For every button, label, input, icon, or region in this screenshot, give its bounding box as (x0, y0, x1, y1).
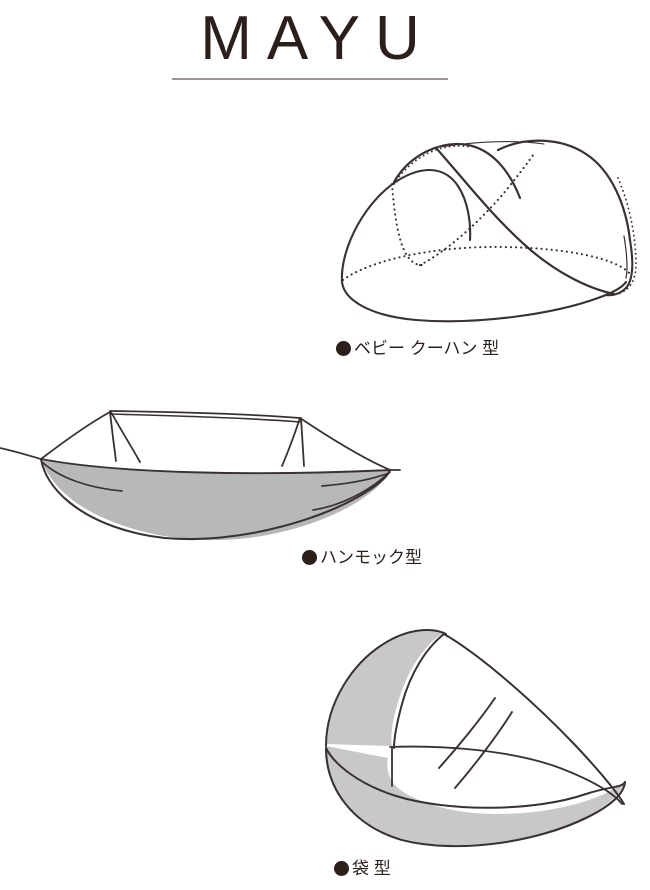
baby-basket-svg (340, 139, 637, 323)
basket-right-shell (604, 238, 634, 297)
sack-net-illustration (322, 622, 650, 850)
bullet-icon (336, 341, 351, 356)
hammock-crease-right-lower (312, 471, 391, 511)
hammock-rope-right-strut-b (300, 417, 305, 467)
sack-base-bottom-outline (324, 746, 627, 848)
basket-right-shell-dotted (617, 177, 637, 295)
sack-rod-a (438, 697, 496, 769)
caption-sack: 袋 型 (334, 860, 391, 877)
hammock-bottom-outline (39, 457, 392, 541)
basket-right-crease (623, 235, 628, 279)
basket-right-lobe-arc (496, 139, 632, 242)
caption-hammock: ハンモック型 (302, 549, 422, 566)
basket-left-lobe-arc (392, 142, 522, 200)
basket-outer-shell (340, 169, 472, 284)
brand-title-block: MAYU (170, 4, 450, 73)
title-underline-rule (172, 78, 448, 80)
hammock-rope-left-strut-a (109, 411, 117, 462)
bullet-icon (334, 861, 349, 876)
basket-left-lobe-dotted-echo (393, 145, 471, 185)
basket-ridge-line (439, 141, 545, 148)
sack-svg (324, 629, 627, 848)
basket-base-rim-dotted (341, 245, 632, 282)
sack-outer-shell-right (443, 633, 625, 805)
hammock-rope-right-strut-a (281, 417, 301, 467)
caption-sack-label: 袋 型 (352, 859, 391, 878)
sack-base-inner-edge (325, 747, 626, 809)
hammock-rope-right-upper (299, 417, 391, 471)
sack-outer-shell-left (325, 629, 447, 747)
hammock-rope-left-strut-b (110, 411, 141, 463)
hammock-rope-left-upper (40, 411, 111, 460)
hammock-svg (0, 410, 401, 541)
hammock-crease-right-upper (321, 472, 390, 487)
hammock-net-illustration (0, 396, 401, 546)
basket-inner-seam-dotted-right (418, 152, 536, 267)
caption-baby-basket-label: ベビー クーハン 型 (354, 339, 500, 358)
baby-basket-net-illustration (330, 128, 650, 338)
basket-main-rib (434, 146, 616, 296)
page-title: MAYU (200, 4, 435, 73)
basket-inner-seam-dotted-left (390, 182, 428, 267)
sack-hood-arc (393, 633, 445, 749)
bullet-icon (302, 550, 317, 565)
sack-base-fill (326, 746, 624, 846)
sack-rod-b (454, 711, 513, 789)
hammock-crease-left (41, 461, 123, 492)
hammock-spreader-bar (109, 410, 301, 419)
hammock-rope-left-outer (0, 447, 42, 460)
sack-upper-crescent-fill (326, 630, 442, 746)
hammock-top-rim (40, 458, 391, 475)
caption-baby-basket: ベビー クーハン 型 (336, 340, 499, 357)
caption-hammock-label: ハンモック型 (320, 548, 422, 567)
hammock-spreader-bar-lower (109, 413, 301, 423)
sack-opening-rim (389, 745, 623, 805)
basket-base-front-edge (340, 280, 628, 323)
